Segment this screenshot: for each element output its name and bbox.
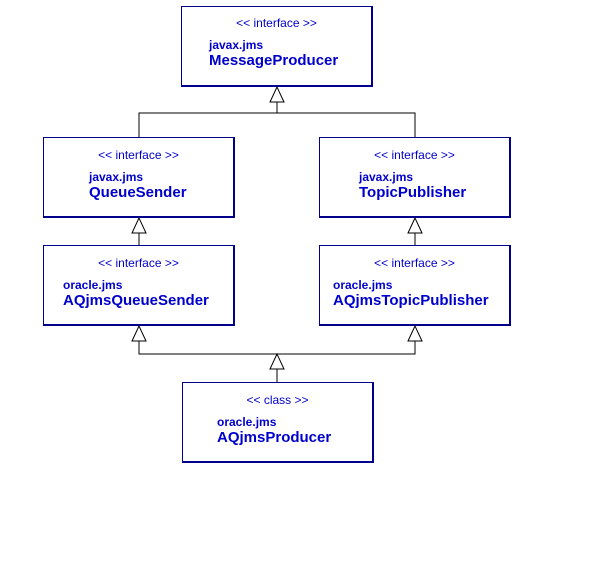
stereotype-label: << interface >> — [236, 16, 317, 30]
class-name: AQjmsTopicPublisher — [333, 292, 489, 309]
node-message-producer[interactable]: << interface >> javax.jms MessageProduce… — [181, 6, 373, 87]
edge-queue-sender-to-message-producer — [138, 102, 278, 137]
class-name: AQjmsProducer — [217, 429, 332, 446]
package-label: javax.jms — [89, 170, 144, 184]
package-label: javax.jms — [359, 170, 414, 184]
package-label: oracle.jms — [217, 415, 277, 429]
package-label: oracle.jms — [63, 278, 123, 292]
edge-topic-publisher-to-message-producer — [277, 112, 416, 137]
generalization-arrowhead — [131, 324, 147, 342]
node-queue-sender[interactable]: << interface >> javax.jms QueueSender — [43, 137, 235, 218]
edge-aqjms-producer-to-aqjms-queue-sender — [138, 341, 277, 355]
node-aqjms-topic-publisher[interactable]: << interface >> oracle.jms AQjmsTopicPub… — [319, 245, 511, 326]
package-label: javax.jms — [209, 38, 264, 52]
class-name: TopicPublisher — [359, 184, 467, 201]
generalization-arrowhead — [269, 85, 285, 103]
stereotype-label: << interface >> — [374, 148, 455, 162]
stereotype-label: << interface >> — [98, 148, 179, 162]
class-name: AQjmsQueueSender — [63, 292, 209, 309]
stereotype-label: << interface >> — [98, 256, 179, 270]
generalization-arrowhead — [131, 216, 147, 234]
package-label: oracle.jms — [333, 278, 393, 292]
stereotype-label: << interface >> — [374, 256, 455, 270]
generalization-arrowhead — [407, 324, 423, 342]
edge-aqjms-producer-to-aqjms-topic-publisher — [277, 341, 416, 355]
class-name: MessageProducer — [209, 52, 339, 69]
stereotype-label: << class >> — [246, 393, 309, 407]
node-aqjms-queue-sender[interactable]: << interface >> oracle.jms AQjmsQueueSen… — [43, 245, 235, 326]
node-aqjms-producer[interactable]: << class >> oracle.jms AQjmsProducer — [182, 382, 374, 463]
generalization-arrowhead — [407, 216, 423, 234]
class-name: QueueSender — [89, 184, 187, 201]
generalization-arrowhead — [269, 352, 285, 370]
node-topic-publisher[interactable]: << interface >> javax.jms TopicPublisher — [319, 137, 511, 218]
